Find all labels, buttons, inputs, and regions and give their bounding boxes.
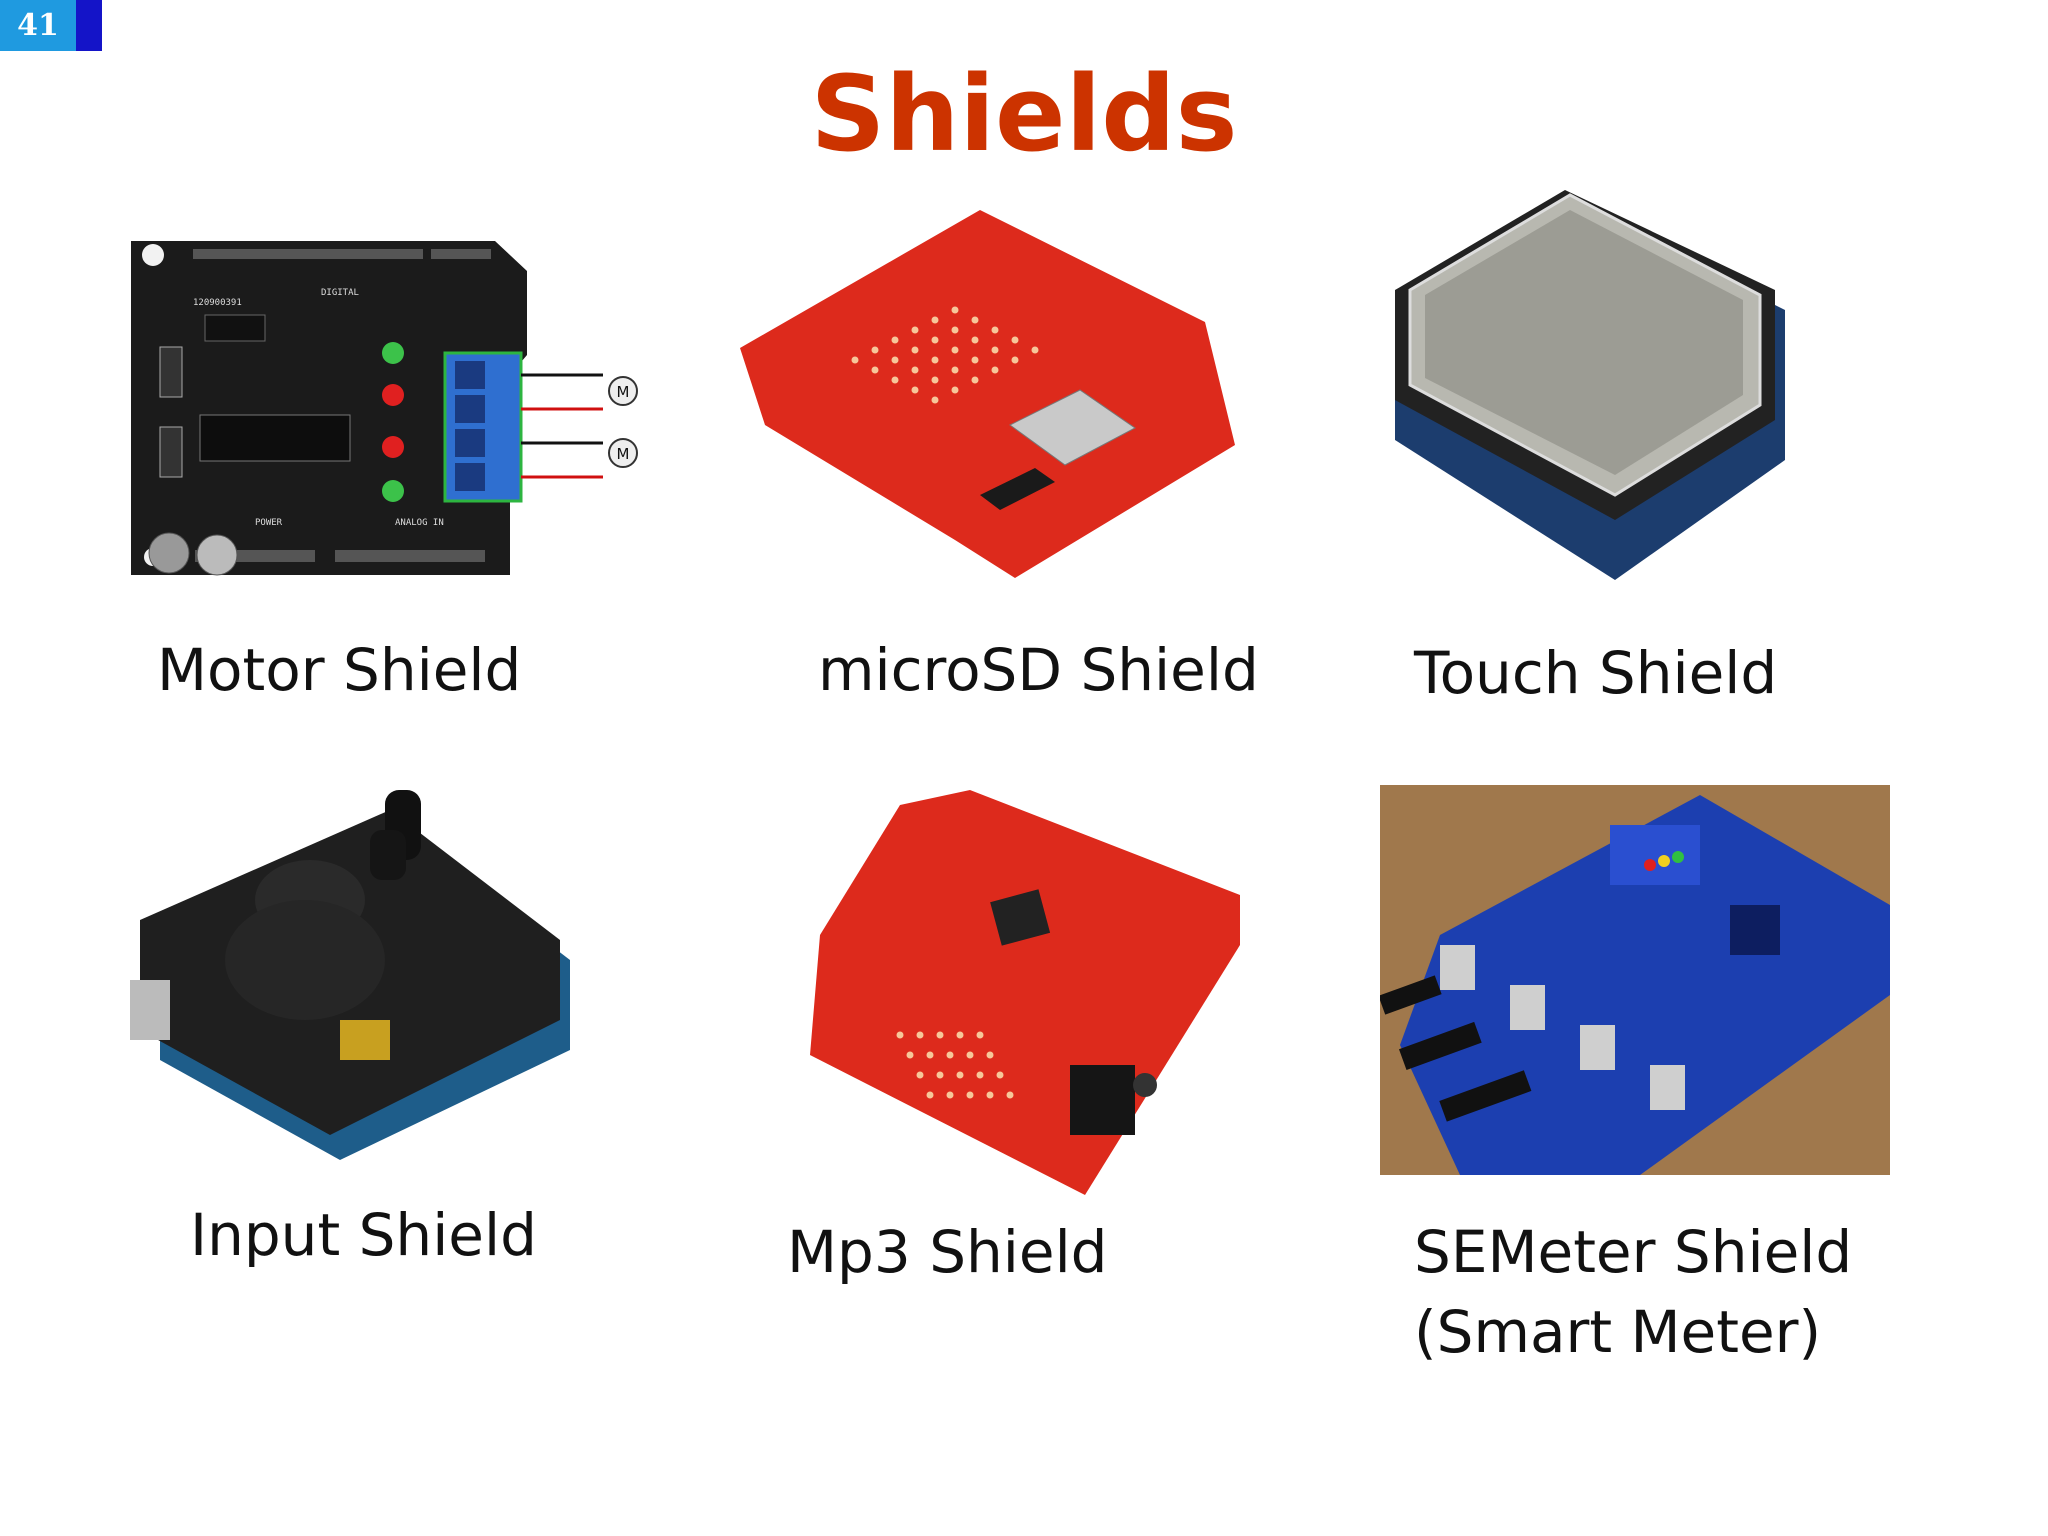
caption-semeter-shield: SEMeter Shield (Smart Meter) <box>1414 1212 1852 1372</box>
microsd-shield-image <box>735 200 1245 580</box>
caption-input-shield: Input Shield <box>190 1201 537 1269</box>
caption-microsd-shield: microSD Shield <box>818 636 1259 704</box>
slide-title: Shields <box>810 53 1238 175</box>
mp3-shield-image <box>800 785 1260 1205</box>
caption-semeter-line1: SEMeter Shield <box>1414 1218 1853 1286</box>
svg-text:120900391: 120900391 <box>193 298 242 308</box>
svg-text:M: M <box>617 383 630 401</box>
svg-text:DIGITAL: DIGITAL <box>321 288 359 298</box>
slide-number-bar <box>76 0 102 51</box>
caption-mp3-shield: Mp3 Shield <box>787 1218 1108 1286</box>
caption-semeter-line2: (Smart Meter) <box>1414 1298 1822 1367</box>
motor-shield-image: 120900391 DIGITAL POWER ANALOG IN M M <box>125 235 645 585</box>
semeter-shield-image <box>1380 785 1890 1175</box>
svg-text:M: M <box>617 445 630 463</box>
caption-touch-shield: Touch Shield <box>1414 639 1778 707</box>
slide-number: 41 <box>0 0 76 51</box>
svg-text:POWER: POWER <box>255 518 283 528</box>
input-shield-image <box>130 790 580 1160</box>
touch-shield-image <box>1385 190 1795 590</box>
svg-text:ANALOG IN: ANALOG IN <box>395 518 444 528</box>
caption-motor-shield: Motor Shield <box>157 636 522 704</box>
